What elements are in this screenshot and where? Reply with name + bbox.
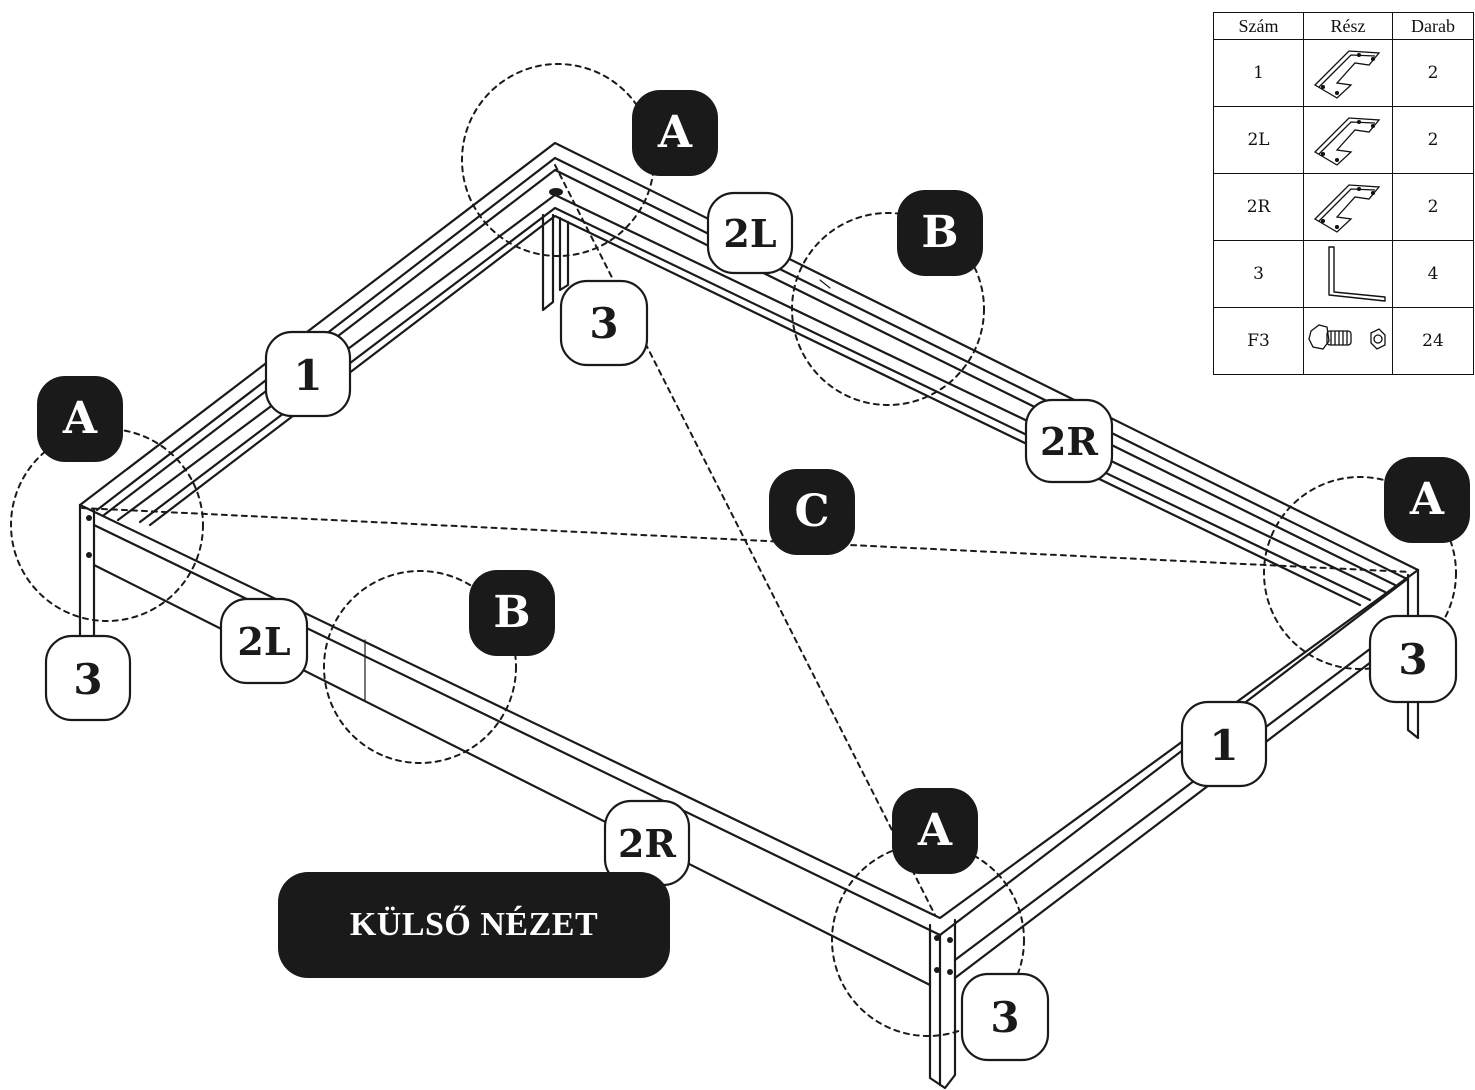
flat-plate-icon — [1313, 50, 1381, 99]
label-part-3-back: 3 — [559, 279, 649, 367]
table-row: 1 2 — [1213, 39, 1474, 107]
svg-text:1: 1 — [1209, 721, 1238, 770]
svg-text:3: 3 — [1398, 635, 1427, 684]
badge-detail-a-top: A — [632, 90, 718, 176]
row-number: 2L — [1213, 106, 1304, 174]
table-row: 2L 2 — [1213, 106, 1474, 174]
label-part-2r-back: 2R — [1024, 398, 1114, 484]
corner-leg-front — [928, 918, 957, 1090]
bolt-nut-icon — [1308, 324, 1386, 350]
bolt-holes — [86, 188, 953, 975]
header-count: Darab — [1392, 12, 1474, 40]
badge-detail-a-left: A — [37, 376, 123, 462]
svg-text:2L: 2L — [723, 211, 776, 256]
label-part-2l-front: 2L — [219, 597, 309, 685]
row-count: 4 — [1392, 240, 1474, 308]
badge-detail-b-back: B — [897, 190, 983, 276]
label-part-2l-back: 2L — [706, 191, 794, 275]
svg-text:2R: 2R — [1040, 419, 1098, 464]
row-number: 2R — [1213, 173, 1304, 241]
badge-detail-a-right: A — [1384, 457, 1470, 543]
row-count: 2 — [1392, 106, 1474, 174]
badge-detail-c: C — [769, 469, 855, 555]
row-count: 24 — [1392, 307, 1474, 375]
row-count: 2 — [1392, 173, 1474, 241]
table-row: F3 24 — [1213, 307, 1474, 375]
table-row: 3 4 — [1213, 240, 1474, 308]
frame-side-back-left — [78, 141, 1420, 607]
svg-text:A: A — [917, 805, 953, 856]
svg-text:B: B — [921, 207, 958, 258]
label-part-2r-front: 2R — [603, 799, 691, 887]
header-part: Rész — [1303, 12, 1393, 40]
svg-text:2L: 2L — [237, 619, 290, 664]
flat-plate-icon — [1313, 117, 1381, 166]
corner-leg-left — [78, 503, 96, 642]
svg-text:3: 3 — [589, 299, 618, 348]
label-part-3-left: 3 — [44, 634, 132, 722]
label-part-3-front: 3 — [960, 972, 1050, 1062]
svg-text:2R: 2R — [618, 821, 676, 866]
svg-text:A: A — [1409, 474, 1445, 525]
label-part-3-right: 3 — [1368, 614, 1458, 704]
label-part-1-right: 1 — [1180, 700, 1268, 788]
angle-bracket-icon — [1328, 246, 1386, 302]
label-part-1-left: 1 — [264, 330, 352, 418]
table-row: 2R 2 — [1213, 173, 1474, 241]
svg-text:A: A — [657, 107, 693, 158]
row-number: 1 — [1213, 39, 1304, 107]
row-number: F3 — [1213, 307, 1304, 375]
row-count: 2 — [1392, 39, 1474, 107]
exterior-view-banner: KÜLSŐ NÉZET — [278, 872, 670, 978]
svg-text:B: B — [493, 587, 530, 638]
frame-side-front — [78, 503, 1420, 987]
svg-text:3: 3 — [73, 655, 102, 704]
svg-text:1: 1 — [293, 351, 322, 400]
parts-table-header: Szám Rész Darab — [1213, 12, 1474, 40]
svg-text:C: C — [794, 486, 829, 537]
row-number: 3 — [1213, 240, 1304, 308]
badge-detail-a-front: A — [892, 788, 978, 874]
plate-seams — [364, 279, 831, 701]
corner-leg-back — [541, 213, 570, 312]
svg-text:3: 3 — [990, 993, 1019, 1042]
svg-text:A: A — [62, 393, 98, 444]
exterior-view-label: KÜLSŐ NÉZET — [349, 906, 599, 943]
flat-plate-icon — [1313, 184, 1381, 233]
badge-detail-b-front: B — [469, 570, 555, 656]
header-number: Szám — [1213, 12, 1304, 40]
parts-table: Szám Rész Darab 1 2 2L — [1213, 12, 1474, 375]
